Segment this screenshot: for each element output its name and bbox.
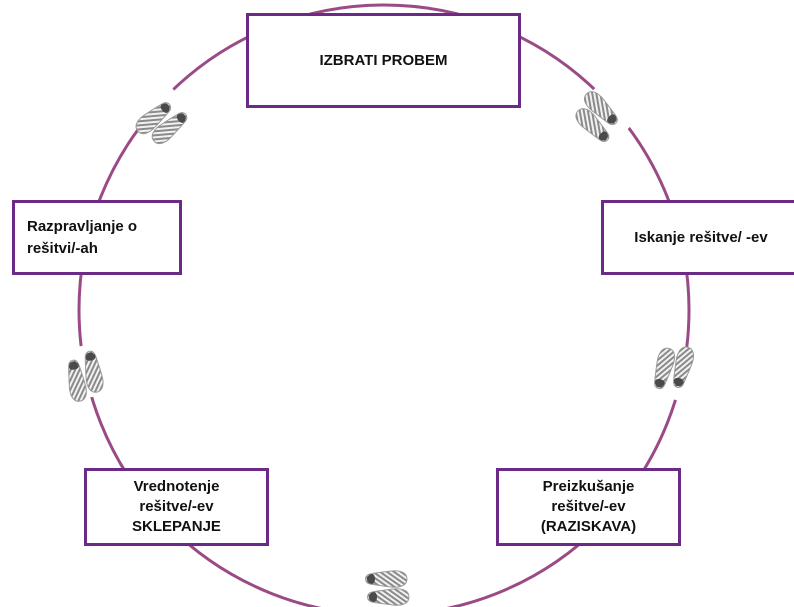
step-discussing-solutions: Razpravljanje o rešitvi/-ah — [12, 200, 182, 275]
step-label-line: rešitve/-ev — [551, 498, 626, 515]
step-label-line: Vrednotenje — [133, 478, 220, 495]
step-label-line: SKLEPANJE — [132, 518, 221, 535]
step-label-line: (RAZISKAVA) — [540, 518, 637, 535]
step-evaluating-solutions: Vrednotenje rešitve/-ev SKLEPANJE — [84, 468, 269, 546]
step-select-problem: IZBRATI PROBEM — [246, 13, 521, 108]
step-label-line: IZBRATI PROBEM — [319, 51, 448, 69]
step-label-line: rešitvi/-ah — [27, 239, 98, 257]
step-label-line: rešitve/-ev — [139, 498, 214, 515]
step-search-solutions: Iskanje rešitve/ -ev — [601, 200, 794, 275]
step-label-line: Razpravljanje o — [27, 217, 138, 235]
step-label-line: Iskanje rešitve/ -ev — [634, 228, 768, 246]
footprints-icon — [640, 340, 704, 404]
step-label-line: Preizkušanje — [542, 478, 635, 495]
step-testing-solutions: Preizkušanje rešitve/-ev (RAZISKAVA) — [496, 468, 681, 546]
footprints-icon — [357, 566, 413, 607]
footprints-icon — [563, 83, 637, 157]
footprints-icon — [128, 83, 202, 157]
footprints-icon — [53, 341, 115, 404]
